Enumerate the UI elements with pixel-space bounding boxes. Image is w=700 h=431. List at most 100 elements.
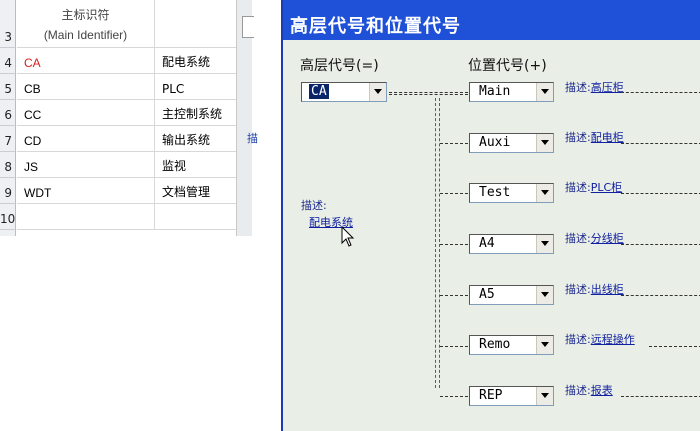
row-header-6[interactable]: 6 bbox=[0, 100, 16, 126]
connector-branch bbox=[440, 346, 468, 347]
cell-text: 主控制系统 bbox=[162, 107, 223, 121]
combo-value: A4 bbox=[479, 236, 495, 251]
row-header-3[interactable]: 3 bbox=[0, 0, 16, 48]
cell-a7[interactable]: CD bbox=[17, 126, 155, 152]
chevron-down-icon bbox=[541, 241, 549, 246]
desc-link[interactable]: 分线柜 bbox=[590, 232, 624, 245]
connector-branch bbox=[440, 244, 468, 245]
location-description-remo: 描述:远程操作 bbox=[565, 331, 635, 347]
dropdown-button[interactable] bbox=[536, 184, 553, 202]
row-header-10[interactable]: 10 bbox=[0, 204, 16, 230]
description-leader bbox=[621, 295, 700, 296]
location-combo-main[interactable]: Main bbox=[469, 82, 554, 102]
cell-a6[interactable]: CC bbox=[17, 100, 155, 126]
code-dialog: 高层代号和位置代号 高层代号(=) 位置代号(+) CA Main Auxi T… bbox=[281, 0, 700, 431]
row-number: 3 bbox=[4, 30, 12, 44]
desc-key: 描述: bbox=[565, 232, 591, 245]
location-combo-test[interactable]: Test bbox=[469, 183, 554, 203]
row-number: 10 bbox=[0, 212, 16, 226]
row-header-9[interactable]: 9 bbox=[0, 178, 16, 204]
dropdown-button[interactable] bbox=[536, 387, 553, 405]
chevron-down-icon bbox=[541, 292, 549, 297]
desc-key: 描述: bbox=[565, 283, 591, 296]
cell-a10[interactable] bbox=[17, 204, 155, 230]
connector-branch bbox=[440, 295, 468, 296]
chevron-down-icon bbox=[541, 190, 549, 195]
dropdown-button[interactable] bbox=[536, 134, 553, 152]
desc-link[interactable]: PLC柜 bbox=[590, 181, 623, 194]
desc-link[interactable]: 远程操作 bbox=[590, 333, 635, 346]
cell-a5[interactable]: CB bbox=[17, 74, 155, 100]
combo-value: Main bbox=[479, 84, 511, 99]
cell-b8[interactable]: 监视 bbox=[155, 152, 236, 178]
location-combo-remo[interactable]: Remo bbox=[469, 335, 554, 355]
cell-b10[interactable] bbox=[155, 204, 236, 230]
cell-b3[interactable] bbox=[155, 0, 236, 48]
location-description-auxi: 描述:配电柜 bbox=[565, 129, 624, 145]
cell-text: CD bbox=[24, 134, 42, 148]
dialog-title[interactable]: 高层代号和位置代号 bbox=[283, 0, 700, 40]
row-header-7[interactable]: 7 bbox=[0, 126, 16, 152]
cell-text: 配电系统 bbox=[162, 55, 211, 69]
description-leader bbox=[621, 143, 700, 144]
location-combo-a4[interactable]: A4 bbox=[469, 234, 554, 254]
combo-value: A5 bbox=[479, 287, 495, 302]
connector-vertical-bar bbox=[435, 98, 440, 388]
location-description-main: 描述:高压柜 bbox=[565, 79, 624, 95]
combo-value: Remo bbox=[479, 337, 511, 352]
desc-link[interactable]: 配电柜 bbox=[590, 131, 624, 144]
location-combo-rep[interactable]: REP bbox=[469, 386, 554, 406]
header-english: (Main Identifier) bbox=[43, 28, 128, 42]
background-text-fragment: 描 bbox=[247, 132, 258, 145]
dropdown-button[interactable] bbox=[536, 235, 553, 253]
desc-link[interactable]: 出线柜 bbox=[590, 283, 624, 296]
cell-b5[interactable]: PLC bbox=[155, 74, 236, 100]
high-level-code-combo[interactable]: CA bbox=[301, 82, 387, 102]
description-leader bbox=[621, 92, 700, 93]
desc-key: 描述: bbox=[301, 199, 327, 212]
cell-a4[interactable]: CA bbox=[17, 48, 155, 74]
cell-b4[interactable]: 配电系统 bbox=[155, 48, 236, 74]
high-level-code-label: 高层代号(=) bbox=[300, 58, 379, 74]
row-number: 6 bbox=[4, 108, 12, 122]
row-header-5[interactable]: 5 bbox=[0, 74, 16, 100]
cell-text: 文档管理 bbox=[162, 185, 211, 199]
description-leader bbox=[621, 244, 700, 245]
background-control-fragment bbox=[242, 16, 254, 38]
cell-text: 输出系统 bbox=[162, 133, 211, 147]
cell-a8[interactable]: JS bbox=[17, 152, 155, 178]
dropdown-button[interactable] bbox=[369, 83, 386, 101]
combo-value: CA bbox=[309, 84, 329, 99]
description-leader bbox=[621, 396, 700, 397]
location-description-a5: 描述:出线柜 bbox=[565, 281, 624, 297]
desc-link[interactable]: 高压柜 bbox=[590, 81, 624, 94]
location-combo-a5[interactable]: A5 bbox=[469, 285, 554, 305]
row-number: 9 bbox=[4, 186, 12, 200]
cell-b6[interactable]: 主控制系统 bbox=[155, 100, 236, 126]
location-combo-auxi[interactable]: Auxi bbox=[469, 133, 554, 153]
spreadsheet: 3 主标识符 (Main Identifier) 4 CA 配电系统 5 CB … bbox=[0, 0, 236, 236]
location-description-test: 描述:PLC柜 bbox=[565, 179, 622, 195]
desc-key: 描述: bbox=[565, 333, 591, 346]
row-number: 4 bbox=[4, 56, 12, 70]
cell-b7[interactable]: 输出系统 bbox=[155, 126, 236, 152]
main-identifier-header-cell[interactable]: 主标识符 (Main Identifier) bbox=[17, 0, 155, 48]
desc-link[interactable]: 配电系统 bbox=[309, 216, 353, 229]
desc-link[interactable]: 报表 bbox=[590, 384, 613, 397]
cell-text: 监视 bbox=[162, 159, 187, 173]
row-header-8[interactable]: 8 bbox=[0, 152, 16, 178]
background-window-edge: 描 bbox=[236, 0, 258, 236]
description-leader bbox=[621, 193, 700, 194]
dropdown-button[interactable] bbox=[536, 83, 553, 101]
cell-a9[interactable]: WDT bbox=[17, 178, 155, 204]
combo-value: REP bbox=[479, 388, 503, 403]
row-header-4[interactable]: 4 bbox=[0, 48, 16, 74]
connector-branch bbox=[440, 396, 468, 397]
location-description-a4: 描述:分线柜 bbox=[565, 230, 624, 246]
dropdown-button[interactable] bbox=[536, 336, 553, 354]
row-header-11[interactable] bbox=[0, 230, 16, 236]
cell-b9[interactable]: 文档管理 bbox=[155, 178, 236, 204]
row-number: 5 bbox=[4, 82, 12, 96]
cell-text: WDT bbox=[24, 186, 52, 200]
dropdown-button[interactable] bbox=[536, 286, 553, 304]
